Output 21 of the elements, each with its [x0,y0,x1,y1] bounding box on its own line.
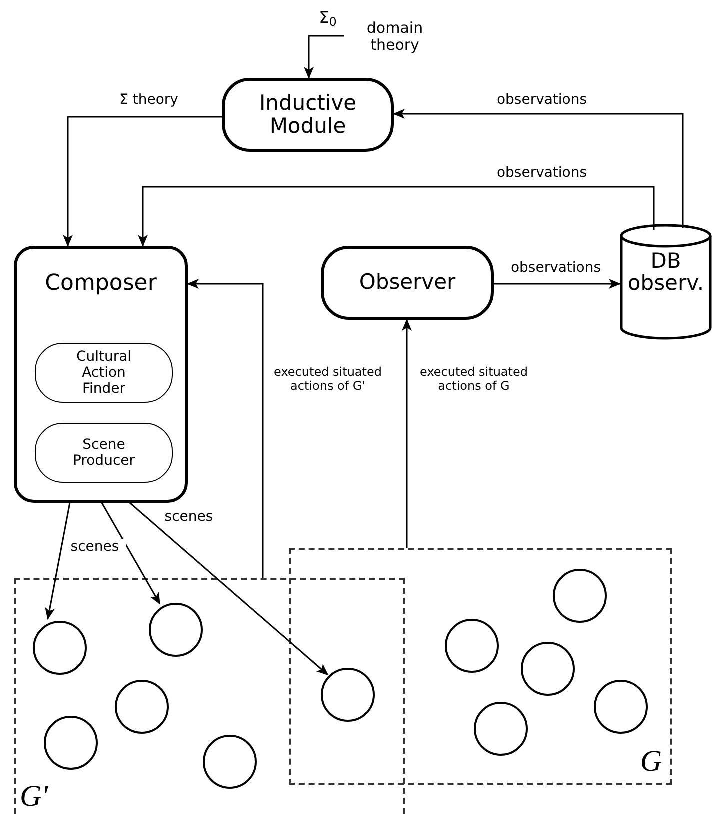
arrow [187,279,264,578]
process-box: Observer [321,246,494,320]
theory-symbol: Σ$_{0}$ [319,10,337,26]
database-label: DB observ. [626,250,706,294]
text-label: domain theory [366,20,424,54]
group-label: G [640,745,662,778]
arrow [402,319,412,548]
arrow [304,35,344,79]
arrow [63,116,222,247]
component-box: Scene Producer [35,423,173,483]
arrow [138,186,655,247]
arrow [393,109,684,228]
process-box: Inductive Module [222,78,394,152]
component-box: Cultural Action Finder [35,343,173,403]
group-label: G' [20,780,48,813]
arrow [101,502,161,605]
box-title: Composer [45,270,157,298]
process-box [14,246,188,503]
arrow [494,279,621,289]
arrow [45,502,71,620]
arrow [130,502,329,676]
